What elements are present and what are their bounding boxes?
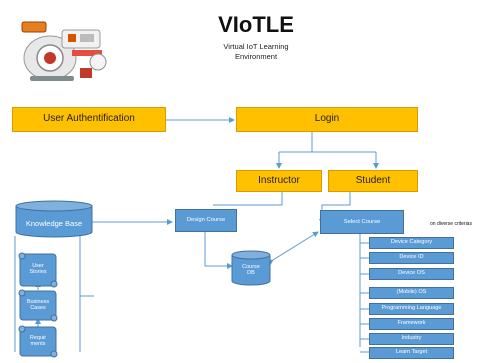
subtitle-line-1: Virtual IoT Learning	[223, 42, 289, 51]
user-stories-label-1: User	[32, 263, 44, 270]
login-label: Login	[314, 113, 340, 125]
link-login-roles	[278, 131, 377, 168]
instructor-label: Instructor	[258, 174, 300, 186]
business-cases-label-2: Cases	[30, 304, 46, 311]
user-authentification-label: User Authentification	[43, 113, 135, 125]
criteria-learn-target[interactable]: Learn Target	[369, 347, 454, 359]
course-db-label-2: DB	[247, 270, 255, 276]
criteria-label: Framework	[397, 320, 426, 327]
bracket-docs	[79, 235, 94, 352]
link-design-db	[204, 232, 233, 269]
requirements-label-1: Requir	[29, 334, 47, 341]
criteria-label: Learn Target	[395, 349, 428, 356]
robot-image	[21, 21, 107, 81]
design-course-box[interactable]: Design Course	[175, 209, 237, 232]
criteria-label: Device ID	[399, 254, 424, 261]
course-db-label-1: Course	[242, 264, 260, 271]
link-db-select	[267, 231, 319, 266]
user-stories-label-2: Stories	[29, 269, 47, 275]
business-cases-label-box[interactable]: Business Cases	[20, 293, 56, 318]
subtitle-line-2: Environment	[234, 51, 278, 61]
criteria-mobile-os[interactable]: (Mobile) OS	[369, 287, 454, 299]
criteria-device-os[interactable]: Device OS	[369, 268, 454, 280]
user-authentification-box[interactable]: User Authentification	[12, 107, 166, 132]
criteria-label: Programming Language	[381, 305, 442, 312]
criteria-label: Industry	[401, 335, 422, 342]
student-label: Student	[355, 174, 391, 186]
criteria-framework[interactable]: Framework	[369, 318, 454, 330]
requirements-label-box[interactable]: Requir ments	[20, 329, 56, 354]
student-box[interactable]: Student	[328, 170, 418, 192]
select-course-label: Select Course	[343, 218, 381, 225]
user-stories-label-box[interactable]: User Stories	[20, 256, 56, 284]
criteria-label: Device Category	[390, 239, 433, 246]
design-course-label: Design Course	[186, 217, 226, 224]
login-box[interactable]: Login	[236, 107, 418, 132]
criteria-programming-language[interactable]: Programming Language	[369, 303, 454, 315]
criteria-device-id[interactable]: Device ID	[369, 252, 454, 264]
knowledge-base-label-box[interactable]: Knowledge Base	[16, 212, 92, 236]
criteria-label: (Mobile) OS	[396, 289, 427, 296]
instructor-box[interactable]: Instructor	[236, 170, 322, 192]
page-subtitle: Virtual IoT Learning Environment	[196, 42, 316, 62]
select-course-box[interactable]: Select Course	[320, 210, 404, 234]
page-title: VIoTLE	[218, 12, 294, 37]
requirements-label-2: ments	[30, 340, 46, 347]
knowledge-base-label: Knowledge Base	[25, 219, 83, 229]
criteria-device-category[interactable]: Device Category	[369, 237, 454, 249]
criteria-label: Device OS	[398, 270, 425, 277]
link-instructor-design	[213, 192, 283, 206]
course-db-label-box[interactable]: Course DB	[232, 259, 270, 283]
business-cases-label-1: Business	[26, 298, 50, 305]
criteria-note: on diverse criterias	[430, 221, 472, 227]
criteria-industry[interactable]: Industry	[369, 333, 454, 345]
